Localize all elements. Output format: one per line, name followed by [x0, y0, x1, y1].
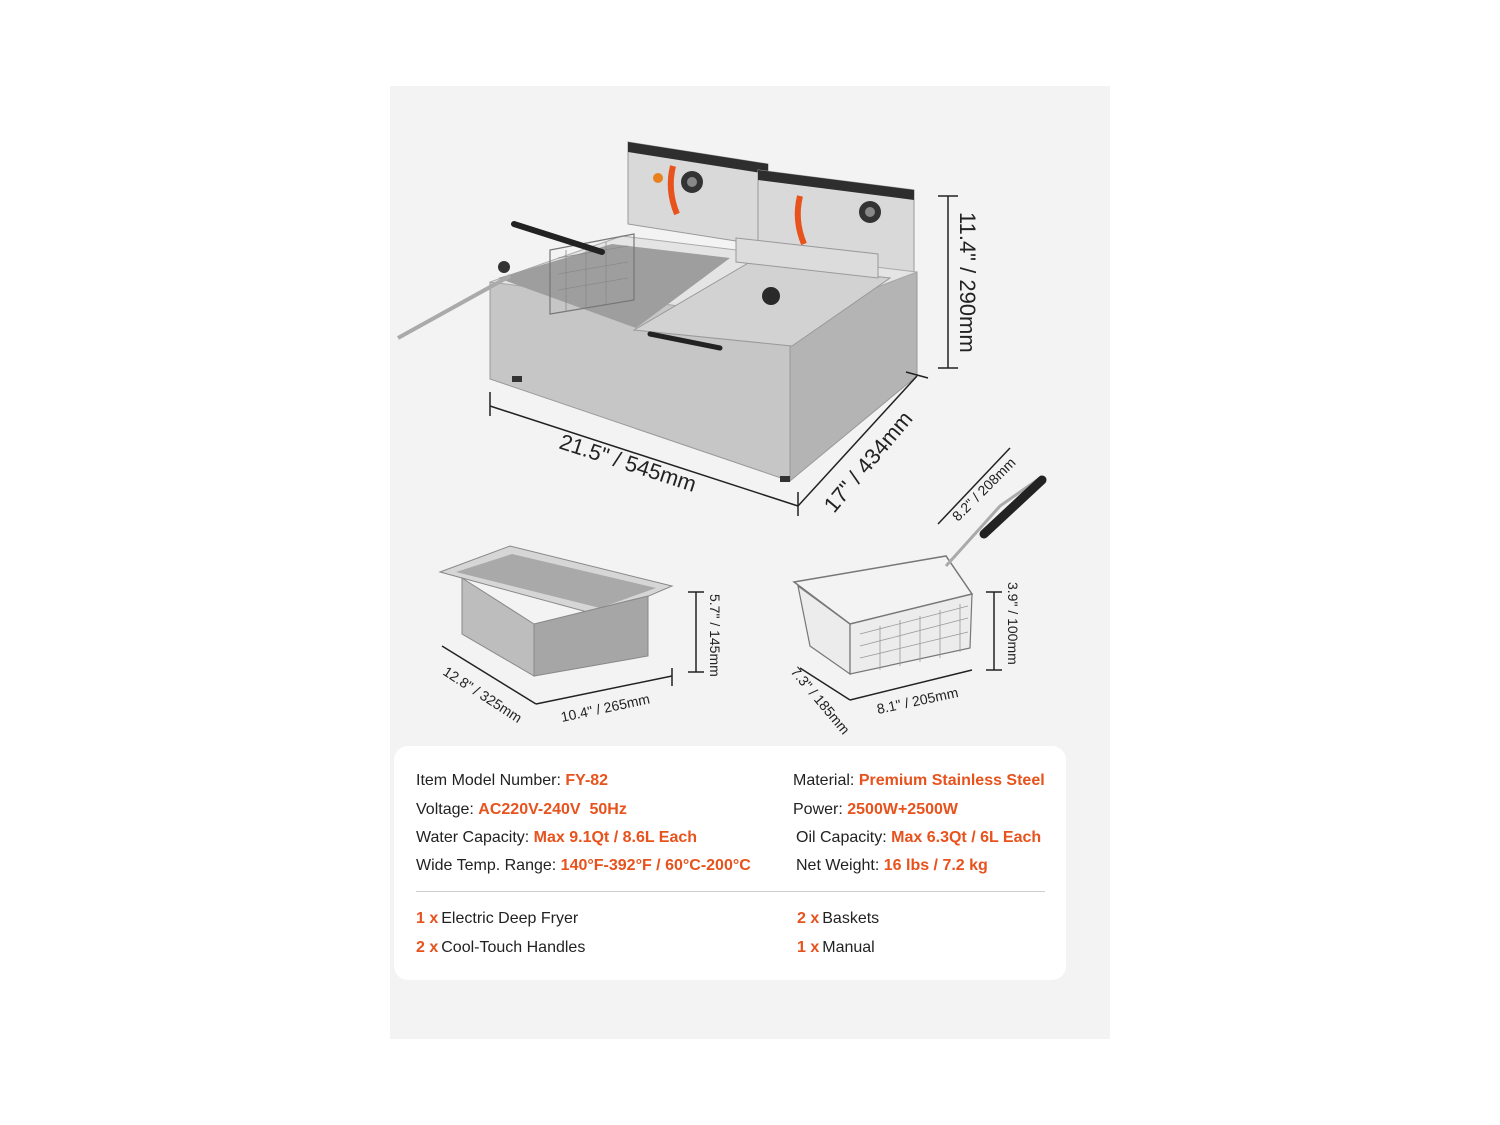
- spec-material: Material: Premium Stainless Steel: [793, 772, 1045, 790]
- included-name: Cool-Touch Handles: [441, 939, 586, 956]
- spec-model-value: FY-82: [565, 772, 609, 789]
- spec-weight-value: 16 lbs / 7.2 kg: [883, 857, 988, 874]
- basket-height-label: 3.9" / 100mm: [1005, 582, 1021, 665]
- included-name: Baskets: [822, 910, 880, 927]
- tank-height-label: 5.7" / 145mm: [707, 594, 723, 677]
- spec-model-label: Item Model Number:: [416, 772, 561, 789]
- included-qty: 1 x: [797, 939, 820, 956]
- product-illustration: 11.4" / 290mm 21.5" / 545mm 17" / 434mm …: [397, 141, 1047, 738]
- spec-power-label: Power:: [793, 801, 843, 818]
- included-qty: 2 x: [416, 939, 439, 956]
- included-name: Electric Deep Fryer: [441, 910, 579, 927]
- spec-weight-label: Net Weight:: [796, 857, 880, 874]
- fryer-image: [397, 141, 918, 483]
- tank-depth-label: 12.8" / 325mm: [440, 663, 525, 726]
- spec-material-value: Premium Stainless Steel: [858, 772, 1045, 789]
- spec-oil-value: Max 6.3Qt / 6L Each: [891, 829, 1042, 846]
- spec-temp-value: 140°F-392°F / 60°C-200°C: [560, 857, 751, 874]
- included-name: Manual: [822, 939, 875, 956]
- basket-depth-label: 7.3" / 185mm: [788, 664, 853, 738]
- spec-weight: Net Weight: 16 lbs / 7.2 kg: [796, 857, 988, 875]
- included-qty: 2 x: [797, 910, 820, 927]
- product-panel: 11.4" / 290mm 21.5" / 545mm 17" / 434mm …: [390, 86, 1110, 1039]
- spec-card: Item Model Number: FY-82 Voltage: AC220V…: [394, 746, 1066, 980]
- spec-temp-label: Wide Temp. Range:: [416, 857, 557, 874]
- spec-power: Power: 2500W+2500W: [793, 801, 958, 819]
- fryer-height-label: 11.4" / 290mm: [955, 212, 980, 353]
- basket-image: [792, 475, 1047, 676]
- divider: [416, 891, 1045, 892]
- spec-water-label: Water Capacity:: [416, 829, 530, 846]
- tank-image: [438, 545, 674, 677]
- spec-voltage: Voltage: AC220V-240V 50Hz: [416, 801, 627, 819]
- spec-voltage-value: AC220V-240V 50Hz: [478, 801, 627, 818]
- spec-temp: Wide Temp. Range: 140°F-392°F / 60°C-200…: [416, 857, 751, 875]
- spec-power-value: 2500W+2500W: [847, 801, 958, 818]
- included-qty: 1 x: [416, 910, 439, 927]
- spec-material-label: Material:: [793, 772, 855, 789]
- spec-oil-label: Oil Capacity:: [796, 829, 887, 846]
- basket-width-label: 8.1" / 205mm: [875, 684, 959, 717]
- spec-water: Water Capacity: Max 9.1Qt / 8.6L Each: [416, 829, 697, 847]
- spec-oil: Oil Capacity: Max 6.3Qt / 6L Each: [796, 829, 1041, 847]
- spec-voltage-label: Voltage:: [416, 801, 474, 818]
- spec-model: Item Model Number: FY-82: [416, 772, 608, 790]
- spec-water-value: Max 9.1Qt / 8.6L Each: [533, 829, 698, 846]
